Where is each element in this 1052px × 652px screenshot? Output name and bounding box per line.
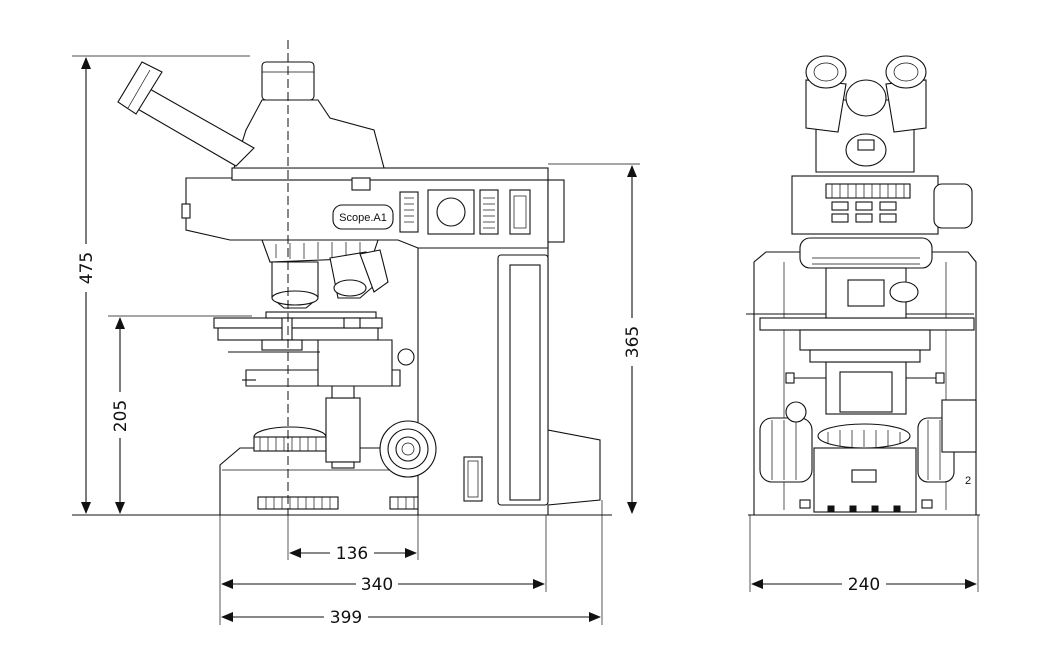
model-badge-text: Scope.A1 (339, 212, 387, 224)
dim-width-offset: 136 (287, 515, 419, 564)
front-side-control (941, 399, 977, 453)
dim-height-stage: 205 (108, 315, 252, 514)
front-housing-rear (933, 183, 973, 229)
side-condenser (325, 397, 361, 463)
side-light-button (436, 197, 466, 227)
dim-height-body-label: 365 (623, 326, 643, 358)
dim-width-front: 240 (749, 515, 979, 595)
dim-width-offset-label: 136 (336, 544, 368, 564)
front-center-port (845, 79, 887, 117)
side-eyepiece-tube (135, 87, 255, 167)
dim-width-body: 340 (219, 515, 547, 625)
dim-height-stage-label: 205 (111, 400, 131, 432)
dim-height-total: 475 (72, 55, 250, 514)
front-stage (759, 317, 975, 331)
side-view: Scope.A1 (72, 40, 612, 516)
front-marker-text: 2 (965, 475, 971, 487)
dim-width-total: 399 (221, 500, 603, 628)
front-brand-plate (851, 469, 877, 483)
side-intensity-wheel (479, 189, 499, 235)
front-focus-knob-left (759, 417, 813, 483)
side-stage-holder (281, 317, 293, 341)
side-switch (509, 189, 531, 235)
side-stand-window (463, 456, 483, 502)
dim-height-body: 365 (548, 163, 643, 514)
side-model-badge (332, 204, 394, 230)
side-objective-3 (359, 249, 389, 293)
dim-height-total-label: 475 (77, 252, 97, 284)
side-arm-rear (547, 179, 565, 243)
dim-width-body-label: 340 (361, 575, 393, 595)
front-nosepiece (799, 237, 933, 269)
dim-width-front-label: 240 (848, 575, 880, 595)
dim-width-total-label: 399 (330, 608, 362, 628)
side-eyepiece (117, 61, 163, 115)
front-objective (847, 279, 885, 307)
front-view: 2 (746, 55, 980, 516)
side-tube-body (233, 99, 385, 169)
